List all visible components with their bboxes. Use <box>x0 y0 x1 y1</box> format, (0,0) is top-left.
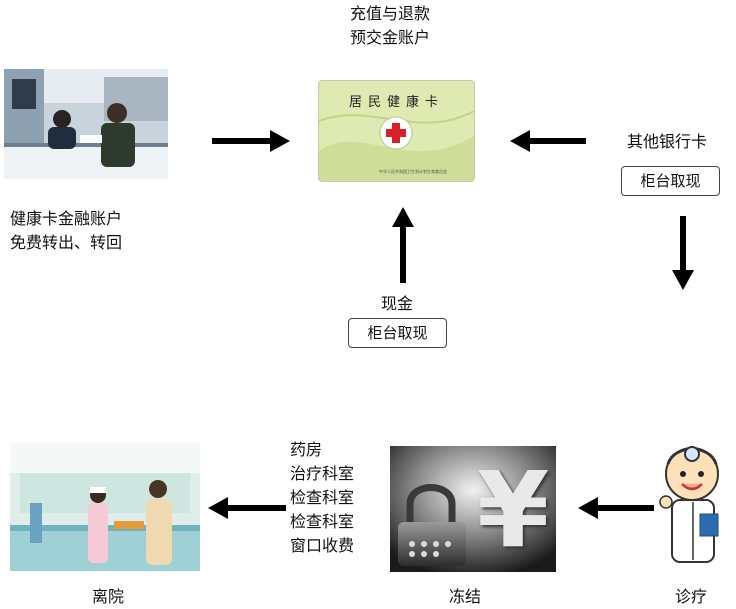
arrow-left-bottom <box>208 497 286 519</box>
cash-label: 现金 <box>381 294 414 313</box>
arrow-left-to-card <box>510 130 586 152</box>
arrow-up-to-card <box>392 207 414 283</box>
health-card: 居民健康卡 中华人民共和国卫生和计划生育委员会 <box>318 80 475 182</box>
department-item: 检查科室 <box>290 488 355 507</box>
department-item: 药房 <box>290 440 323 459</box>
top-title-line2: 预交金账户 <box>350 28 431 47</box>
doctor-cartoon <box>656 440 728 568</box>
department-list: 药房 治疗科室 检查科室 检查科室 窗口收费 <box>290 438 354 558</box>
arrow-down <box>672 216 694 290</box>
department-item: 治疗科室 <box>290 464 355 483</box>
left-text-line1: 健康卡金融账户 <box>10 209 123 228</box>
department-item: 检查科室 <box>290 512 355 531</box>
card-issuer: 中华人民共和国卫生和计划生育委员会 <box>379 169 447 174</box>
other-bank-card-label: 其他银行卡 <box>627 132 708 151</box>
hospital-window-photo <box>10 443 200 571</box>
leave-hospital-label: 离院 <box>92 587 125 606</box>
freeze-image: ¥ <box>390 446 556 572</box>
arrow-right-to-card <box>212 130 290 152</box>
counter-cash-tag-middle: 柜台取现 <box>348 318 447 348</box>
yen-symbol: ¥ <box>476 449 550 571</box>
counter-cash-tag-right: 柜台取现 <box>621 166 720 196</box>
freeze-label: 冻结 <box>449 587 482 606</box>
left-text-line2: 免费转出、转回 <box>10 233 123 252</box>
bank-counter-photo <box>4 69 168 179</box>
card-title: 居民健康卡 <box>348 95 444 110</box>
department-item: 窗口收费 <box>290 536 355 555</box>
arrow-left-to-freeze <box>578 497 654 519</box>
top-title-line1: 充值与退款 <box>350 4 431 23</box>
treatment-label: 诊疗 <box>675 587 708 606</box>
